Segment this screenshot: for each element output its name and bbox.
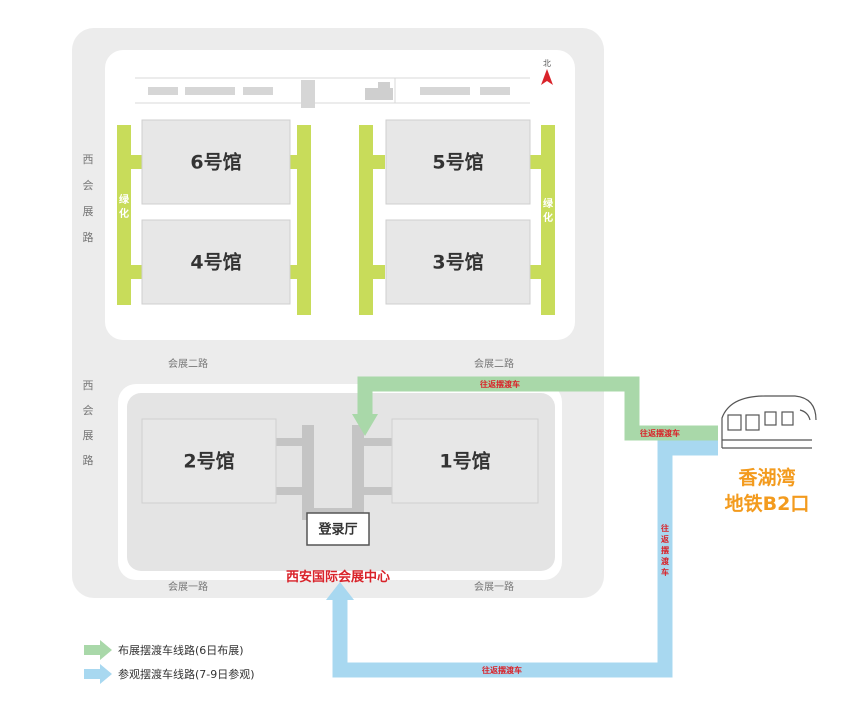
greenbelt-label: 绿 (119, 193, 130, 206)
setup-route-arrow-icon (352, 414, 378, 436)
svg-text:渡: 渡 (661, 556, 670, 566)
north-building (365, 88, 393, 100)
hall-1[interactable] (391, 418, 539, 504)
shuttle-label: 往返摆渡车 (482, 665, 522, 675)
svg-text:参观摆渡车线路(7-9日参观): 参观摆渡车线路(7-9日参观) (118, 667, 255, 681)
greenbelt-right (529, 125, 555, 315)
hall-3-label: 3号馆 (432, 251, 483, 274)
metro-train-icon (721, 395, 817, 449)
svg-text:展: 展 (83, 429, 94, 442)
north-building (480, 87, 510, 95)
greenbelt-label: 化 (119, 207, 129, 220)
metro-station-name: 香湖湾 (737, 466, 795, 489)
metro-exit-name: 地铁B2口 (725, 492, 810, 515)
road-label: 会展二路 (168, 357, 208, 370)
svg-text:布展摆渡车线路(6日布展): 布展摆渡车线路(6日布展) (118, 643, 244, 657)
road-label: 会展一路 (474, 580, 514, 593)
greenbelt-label: 化 (543, 211, 553, 224)
road-west-top: 西 会 展 路 (83, 153, 94, 244)
legend-green-arrow-icon (84, 640, 112, 660)
north-building (378, 82, 390, 90)
hall-1-label: 1号馆 (439, 450, 490, 473)
road-west-bottom: 西 会 展 路 (83, 379, 94, 467)
visit-route-arrow-icon (326, 582, 354, 600)
north-building (243, 87, 273, 95)
visit-shuttle-route (326, 440, 718, 678)
registration-hall[interactable] (306, 512, 370, 546)
svg-text:西: 西 (83, 153, 94, 166)
hall-4[interactable] (141, 219, 291, 305)
hall-3[interactable] (385, 219, 531, 305)
legend-visit: 参观摆渡车线路(7-9日参观) (84, 664, 255, 684)
svg-text:路: 路 (83, 454, 94, 467)
hall-6[interactable] (141, 119, 291, 205)
north-building (185, 87, 235, 95)
shuttle-label: 往返摆渡车 (640, 428, 680, 438)
north-label: 北 (543, 59, 551, 68)
legend-blue-arrow-icon (84, 664, 112, 684)
setup-shuttle-route (352, 376, 718, 441)
legend-setup: 布展摆渡车线路(6日布展) (84, 640, 244, 660)
svg-text:路: 路 (83, 231, 94, 244)
svg-text:往: 往 (661, 523, 669, 533)
greenbelt-center-right (359, 125, 385, 315)
greenbelt-label: 绿 (543, 197, 554, 210)
hall-5-label: 5号馆 (432, 151, 483, 174)
venue-name: 西安国际会展中心 (286, 569, 390, 585)
hall-2[interactable] (141, 418, 277, 504)
svg-text:车: 车 (661, 567, 669, 577)
svg-text:西: 西 (83, 379, 94, 392)
hall-4-label: 4号馆 (190, 251, 241, 274)
registration-hall-label: 登录厅 (317, 522, 357, 538)
north-building (148, 87, 178, 95)
svg-text:摆: 摆 (661, 545, 669, 555)
north-gate-pillar (301, 80, 315, 108)
svg-text:展: 展 (83, 205, 94, 218)
shuttle-label: 往返摆渡车 (480, 379, 520, 389)
shuttle-label-vertical: 往 返 摆 渡 车 (661, 523, 670, 577)
hall-5[interactable] (385, 119, 531, 205)
north-arrow-icon (541, 69, 553, 85)
north-building (420, 87, 470, 95)
greenbelt-left (117, 125, 143, 305)
hall-6-label: 6号馆 (190, 151, 241, 174)
svg-text:会: 会 (83, 179, 94, 192)
svg-text:返: 返 (661, 534, 669, 544)
hall-2-label: 2号馆 (183, 450, 234, 473)
svg-text:会: 会 (83, 404, 94, 417)
road-label: 会展二路 (474, 357, 514, 370)
road-label: 会展一路 (168, 580, 208, 593)
